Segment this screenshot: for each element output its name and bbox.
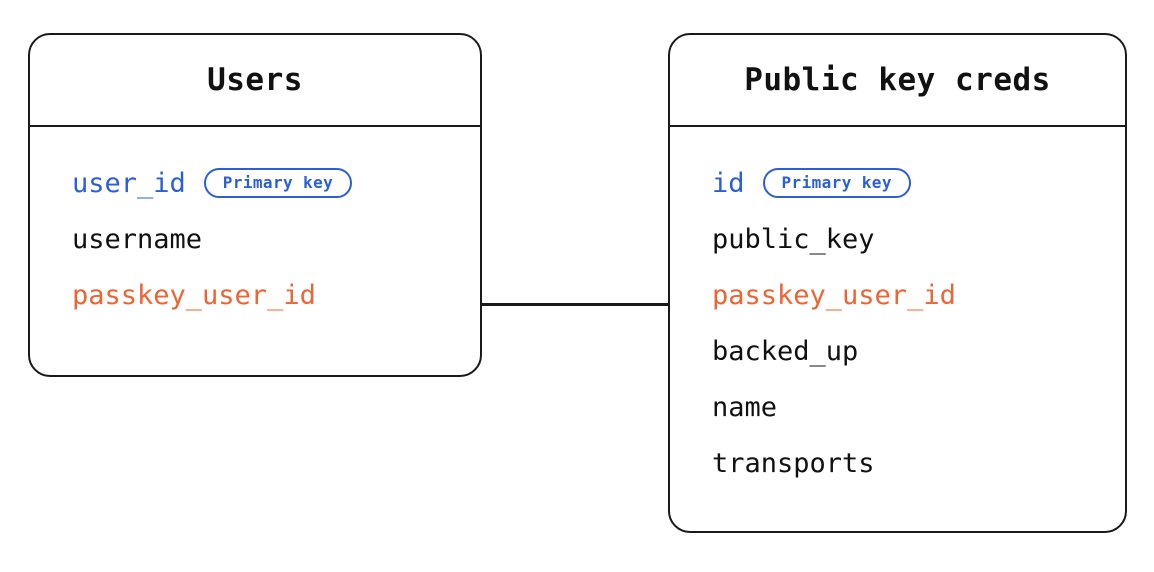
- field-row-public-key[interactable]: public_key: [670, 211, 1125, 267]
- entity-users[interactable]: Users user_id Primary key username passk…: [28, 33, 482, 377]
- entity-users-field-list: user_id Primary key username passkey_use…: [30, 127, 480, 347]
- field-row-id[interactable]: id Primary key: [670, 155, 1125, 211]
- relationship-connector-line: [480, 303, 670, 306]
- field-row-backed-up[interactable]: backed_up: [670, 323, 1125, 379]
- entity-public-key-creds-header: Public key creds: [670, 35, 1125, 127]
- primary-key-badge-label: Primary key: [222, 173, 334, 192]
- field-row-user-id[interactable]: user_id Primary key: [30, 155, 480, 211]
- entity-public-key-creds-field-list: id Primary key public_key passkey_user_i…: [670, 127, 1125, 515]
- field-name-transports: transports: [712, 447, 875, 479]
- entity-users-title: Users: [207, 61, 303, 98]
- field-row-name[interactable]: name: [670, 379, 1125, 435]
- field-row-passkey-user-id[interactable]: passkey_user_id: [30, 267, 480, 323]
- field-name-passkey-user-id: passkey_user_id: [72, 279, 316, 311]
- primary-key-badge-label: Primary key: [781, 173, 892, 192]
- field-name-username: username: [72, 223, 203, 255]
- field-row-transports[interactable]: transports: [670, 435, 1125, 491]
- field-row-passkey-user-id[interactable]: passkey_user_id: [670, 267, 1125, 323]
- field-name-backed-up: backed_up: [712, 335, 859, 367]
- entity-users-header: Users: [30, 35, 480, 127]
- field-name-name: name: [712, 391, 778, 423]
- field-row-username[interactable]: username: [30, 211, 480, 267]
- primary-key-badge: Primary key: [203, 168, 353, 198]
- entity-public-key-creds-title: Public key creds: [744, 61, 1051, 98]
- field-name-passkey-user-id: passkey_user_id: [712, 279, 956, 311]
- entity-public-key-creds[interactable]: Public key creds id Primary key public_k…: [668, 33, 1127, 533]
- field-name-id: id: [712, 167, 745, 199]
- primary-key-badge: Primary key: [762, 168, 911, 198]
- field-name-public-key: public_key: [712, 223, 875, 255]
- field-name-user-id: user_id: [72, 167, 186, 199]
